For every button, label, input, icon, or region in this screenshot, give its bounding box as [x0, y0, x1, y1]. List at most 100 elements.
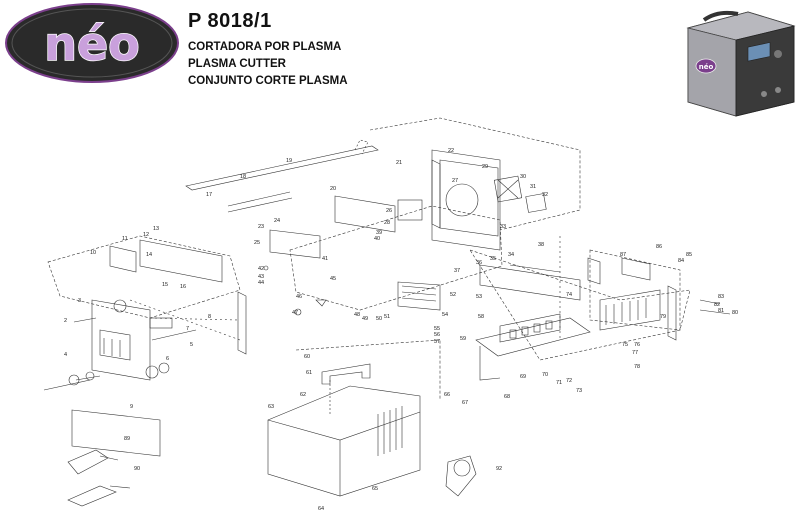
- part-number: 62: [300, 392, 306, 398]
- part-number: 70: [542, 372, 548, 378]
- part-number: 67: [462, 400, 468, 406]
- part-number: 11: [122, 236, 128, 242]
- part-number: 40: [374, 236, 380, 242]
- part-number: 89: [124, 436, 130, 442]
- part-number: 18: [240, 174, 246, 180]
- part-number: 82: [714, 302, 720, 308]
- part-number: 41: [322, 256, 328, 262]
- part-number: 83: [718, 294, 724, 300]
- part-number: 56: [434, 332, 440, 338]
- part-number: 19: [286, 158, 292, 164]
- part-number: 74: [566, 292, 572, 298]
- part-number: 63: [268, 404, 274, 410]
- part-number: 17: [206, 192, 212, 198]
- part-number: 80: [732, 310, 738, 316]
- part-number: 59: [460, 336, 466, 342]
- part-number: 65: [372, 486, 378, 492]
- part-number: 61: [306, 370, 312, 376]
- part-number: 9: [130, 404, 133, 410]
- part-number: 64: [318, 506, 324, 511]
- part-number: 57: [434, 339, 440, 345]
- part-number: 16: [180, 284, 186, 290]
- part-number: 30: [520, 174, 526, 180]
- part-number: 76: [634, 342, 640, 348]
- part-number: 10: [90, 250, 96, 256]
- part-number: 50: [376, 316, 382, 322]
- part-number: 39: [376, 230, 382, 236]
- product-logo-text: néo: [699, 63, 714, 71]
- neo-logo: néo: [5, 3, 179, 83]
- part-number: 78: [634, 364, 640, 370]
- part-number: 12: [143, 232, 149, 238]
- part-number: 22: [448, 148, 454, 154]
- part-number: 60: [304, 354, 310, 360]
- part-number: 14: [146, 252, 152, 258]
- part-number: 27: [452, 178, 458, 184]
- part-number: 29: [482, 164, 488, 170]
- part-number: 75: [622, 342, 628, 348]
- part-number: 81: [718, 308, 724, 314]
- title-english: PLASMA CUTTER: [188, 58, 286, 70]
- part-number: 87: [620, 252, 626, 258]
- part-number: 32: [542, 192, 548, 198]
- part-number: 55: [434, 326, 440, 332]
- part-number: 4: [64, 352, 67, 358]
- plasma-cutter-machine-icon: néo: [686, 10, 796, 117]
- part-number: 43: [258, 274, 264, 280]
- part-number: 66: [444, 392, 450, 398]
- part-number: 5: [190, 342, 193, 348]
- part-number: 3: [78, 298, 81, 304]
- part-number: 86: [656, 244, 662, 250]
- part-number: 25: [254, 240, 260, 246]
- diagram-linework: [43, 117, 731, 507]
- part-number: 73: [576, 388, 582, 394]
- part-number: 52: [450, 292, 456, 298]
- part-number: 90: [134, 466, 140, 472]
- part-number: 48: [354, 312, 360, 318]
- part-number: 44: [258, 280, 264, 286]
- part-number: 47: [292, 310, 298, 316]
- part-number: 77: [632, 350, 638, 356]
- part-number: 92: [496, 466, 502, 472]
- part-number: 20: [330, 186, 336, 192]
- part-number: 58: [478, 314, 484, 320]
- part-number: 37: [454, 268, 460, 274]
- part-number: 35: [490, 256, 496, 262]
- part-number: 13: [153, 226, 159, 232]
- part-number: 46: [296, 294, 302, 300]
- part-number: 85: [686, 252, 692, 258]
- product-code: P 8018/1: [188, 10, 272, 32]
- title-block: P 8018/1 CORTADORA POR PLASMA PLASMA CUT…: [188, 10, 348, 90]
- part-number: 15: [162, 282, 168, 288]
- part-number: 38: [538, 242, 544, 248]
- part-number: 45: [330, 276, 336, 282]
- part-number: 21: [396, 160, 402, 166]
- part-number: 79: [660, 314, 666, 320]
- part-number: 6: [166, 356, 169, 362]
- part-number: 69: [520, 374, 526, 380]
- part-number: 68: [504, 394, 510, 400]
- part-number: 7: [186, 326, 189, 332]
- part-number: 31: [530, 184, 536, 190]
- part-number: 2: [64, 318, 67, 324]
- part-number: 8: [208, 314, 211, 320]
- part-number: 84: [678, 258, 684, 264]
- part-number: 53: [476, 294, 482, 300]
- part-number: 51: [384, 314, 390, 320]
- part-number: 28: [384, 220, 390, 226]
- part-number: 33: [500, 224, 506, 230]
- part-number: 54: [442, 312, 448, 318]
- title-spanish: CORTADORA POR PLASMA: [188, 41, 342, 53]
- part-number: 72: [566, 378, 572, 384]
- part-number: 71: [556, 380, 562, 386]
- part-number: 34: [508, 252, 514, 258]
- logo-text: néo: [44, 17, 140, 71]
- part-number: 26: [386, 208, 392, 214]
- part-number: 24: [274, 218, 280, 224]
- part-number: 49: [362, 316, 368, 322]
- part-number: 42: [258, 266, 264, 272]
- title-portuguese: CONJUNTO CORTE PLASMA: [188, 75, 348, 87]
- part-number: 36: [476, 260, 482, 266]
- part-number: 23: [258, 224, 264, 230]
